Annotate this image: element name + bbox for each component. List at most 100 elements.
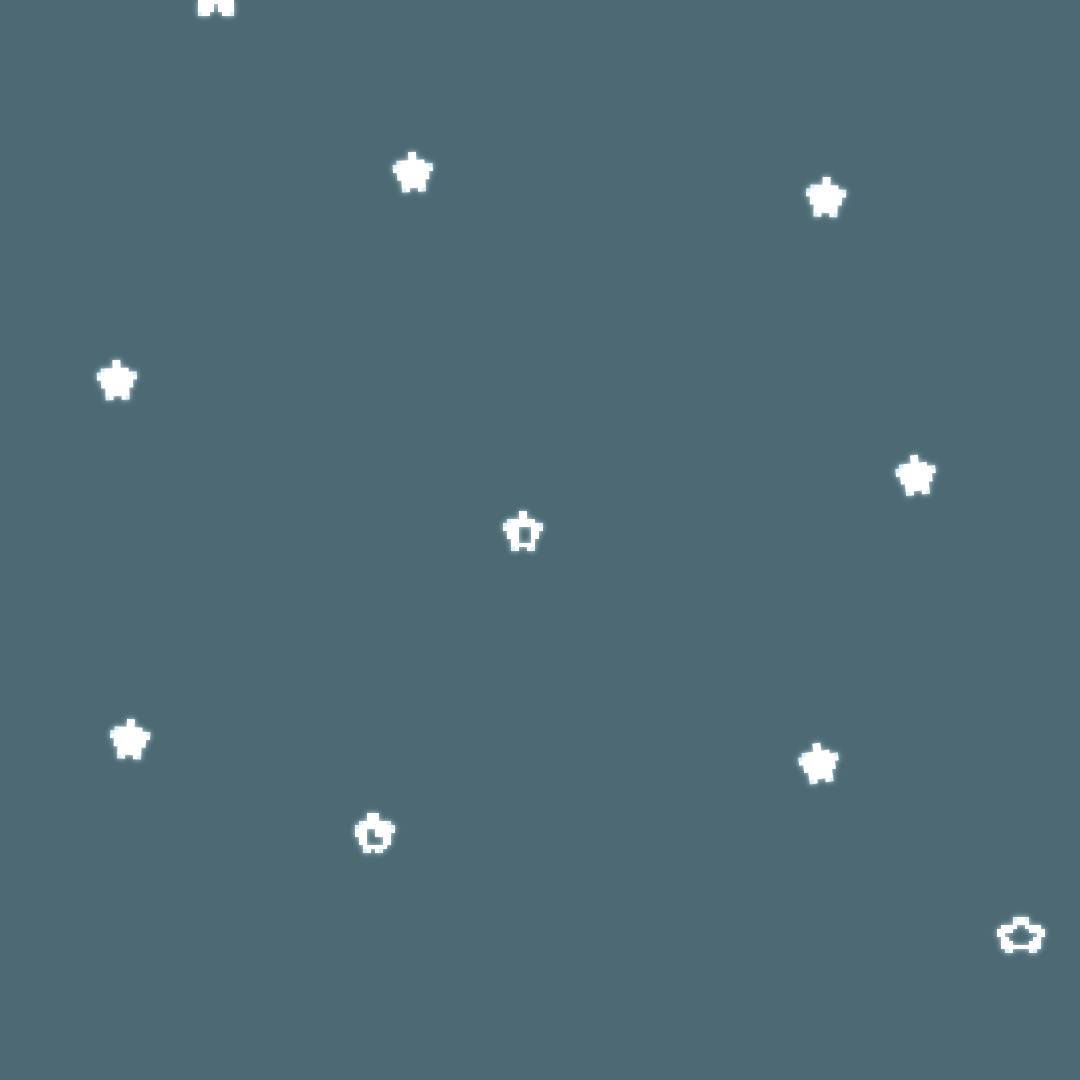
star-pixel xyxy=(367,817,371,821)
star-pixel xyxy=(1037,937,1041,941)
star-pixel xyxy=(230,8,234,12)
star-pixel xyxy=(535,527,539,531)
star-pixel xyxy=(202,4,206,8)
star-pixel xyxy=(387,841,391,845)
star-pixel xyxy=(1029,945,1033,949)
star-pixel xyxy=(1025,925,1029,929)
star-pixel xyxy=(1021,945,1025,949)
star-sprite xyxy=(894,453,938,497)
star-pixel xyxy=(218,0,222,4)
star-pixel xyxy=(1025,945,1029,949)
star-pixel xyxy=(198,4,202,8)
star-pixel xyxy=(375,825,379,829)
star-pixel xyxy=(375,845,379,849)
star-pixel xyxy=(515,547,519,551)
star-pixel xyxy=(515,539,519,543)
star-pixel xyxy=(1009,945,1013,949)
star-pixel xyxy=(1009,941,1013,945)
star-pixel xyxy=(222,0,226,4)
star-pixel xyxy=(1037,933,1041,937)
star-pixel xyxy=(421,187,427,192)
star-pixel xyxy=(1029,925,1033,929)
star-pixel xyxy=(507,535,511,539)
star-pixel xyxy=(997,929,1001,933)
star-pixel xyxy=(226,4,230,8)
star-pixel xyxy=(931,468,936,474)
star-pixel xyxy=(523,519,527,523)
star-pixel xyxy=(136,755,142,760)
star-pixel xyxy=(379,825,383,829)
star-pixel xyxy=(206,4,210,8)
star-pixel xyxy=(367,825,371,829)
star-pixel xyxy=(511,543,515,547)
star-pixel xyxy=(1009,949,1013,953)
star-pixel xyxy=(367,849,371,853)
star-pixel xyxy=(230,0,234,4)
star-pixel xyxy=(909,491,915,496)
star-pixel xyxy=(383,845,387,849)
star-pixel xyxy=(210,0,214,4)
star-pixel xyxy=(218,8,222,12)
star-pixel xyxy=(387,833,391,837)
star-pixel xyxy=(833,213,838,218)
star-pixel xyxy=(531,547,535,551)
star-pixel xyxy=(359,833,363,837)
star-pixel xyxy=(359,821,363,825)
star-pixel xyxy=(202,12,206,16)
star-pixel xyxy=(210,4,214,8)
star-pixel xyxy=(363,821,367,825)
star-pixel xyxy=(222,8,226,12)
star-pixel xyxy=(371,825,375,829)
star-pixel xyxy=(515,535,519,539)
star-pixel xyxy=(511,519,515,523)
star-pixel xyxy=(1037,925,1041,929)
star-pixel xyxy=(222,4,226,8)
star-pixel xyxy=(371,821,375,825)
star-pixel xyxy=(531,539,535,543)
star-sprite xyxy=(198,0,234,16)
star-pixel xyxy=(925,489,931,495)
star-pixel xyxy=(1017,945,1021,949)
star-pixel xyxy=(202,8,206,12)
star-pixel xyxy=(383,841,387,845)
star-pixel xyxy=(531,519,535,523)
star-pixel xyxy=(1029,941,1033,945)
star-pixel xyxy=(535,535,539,539)
star-pixel xyxy=(379,833,383,837)
star-pixel xyxy=(1033,929,1037,933)
star-pixel xyxy=(507,523,511,527)
star-pixel xyxy=(226,0,230,4)
star-pixel xyxy=(198,0,202,4)
star-pixel xyxy=(125,395,130,400)
star-pixel xyxy=(511,539,515,543)
star-pixel xyxy=(363,849,367,853)
star-pixel xyxy=(375,821,379,825)
star-pixel xyxy=(367,821,371,825)
star-pixel xyxy=(1041,933,1045,937)
star-pixel xyxy=(206,0,210,4)
star-pixel xyxy=(379,829,383,833)
star-pixel xyxy=(997,933,1001,937)
star-pixel xyxy=(383,829,387,833)
star-pixel xyxy=(1037,929,1041,933)
star-sprite xyxy=(805,176,847,218)
star-pixel xyxy=(519,543,523,547)
star-pixel xyxy=(1005,929,1009,933)
star-pixel xyxy=(1001,937,1005,941)
star-pixel xyxy=(527,547,531,551)
star-pixel xyxy=(1013,917,1017,921)
star-pixel xyxy=(523,523,527,527)
star-pixel xyxy=(210,8,214,12)
star-pixel xyxy=(355,825,359,829)
star-pixel xyxy=(363,837,367,841)
star-pixel xyxy=(519,511,523,515)
star-pixel xyxy=(834,756,839,761)
star-pixel xyxy=(515,519,519,523)
star-pixel xyxy=(359,841,363,845)
star-pixel xyxy=(363,841,367,845)
star-pixel xyxy=(230,12,234,16)
star-pixel xyxy=(515,527,519,531)
star-pixel xyxy=(371,817,375,821)
star-sprite xyxy=(392,151,434,193)
